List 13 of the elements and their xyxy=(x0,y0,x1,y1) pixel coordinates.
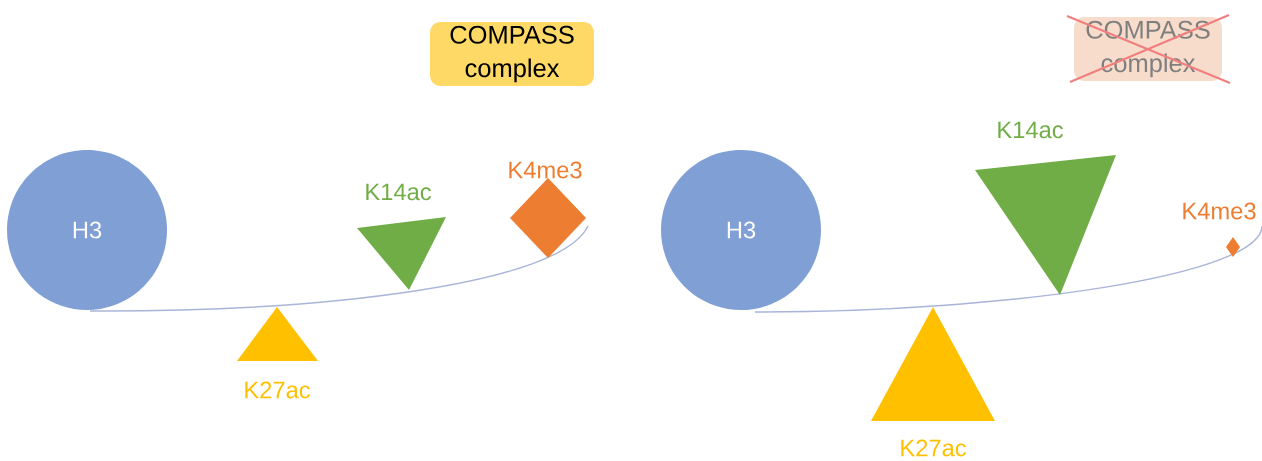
triangle-mark: K27ac xyxy=(237,307,318,399)
node-label: K4me3 xyxy=(1183,202,1256,220)
triangle-mark: K27ac xyxy=(871,307,995,457)
triangle-mark: K14ac xyxy=(975,121,1116,295)
node-label: K14ac xyxy=(998,121,1064,139)
complex-box: COMPASS complex xyxy=(430,22,594,86)
diamond-mark: K4me3 xyxy=(509,161,586,258)
diamond-mark: K4me3 xyxy=(1183,202,1256,257)
node-label: K27ac xyxy=(245,381,311,399)
node-label: K27ac xyxy=(901,439,967,457)
node-label: K4me3 xyxy=(509,161,582,179)
node-label: K14ac xyxy=(366,183,432,201)
triangle-mark: K14ac xyxy=(357,183,446,290)
